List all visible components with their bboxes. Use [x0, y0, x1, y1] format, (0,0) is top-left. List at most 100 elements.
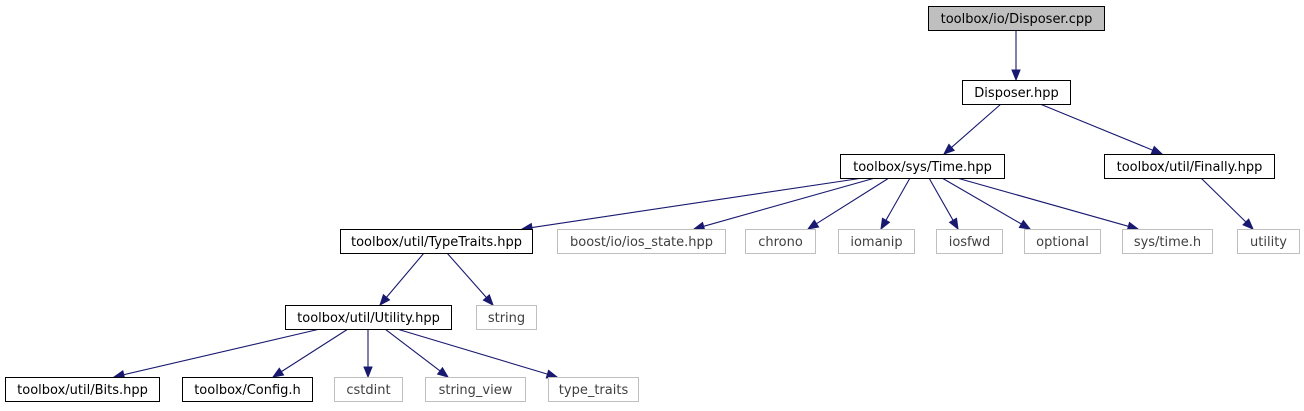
edge-time_hpp-to-iosfwd: [928, 177, 959, 231]
node-label: optional: [1036, 235, 1089, 250]
node-optional: optional: [1024, 229, 1101, 254]
node-iomanip: iomanip: [838, 229, 915, 254]
edge-finally_hpp-to-utility: [1200, 177, 1254, 230]
node-type-traits: type_traits: [548, 377, 639, 402]
edge-utility_hpp-to-config_h: [271, 328, 349, 378]
node-box: [548, 377, 639, 402]
node-box: [285, 305, 452, 330]
node-chrono: chrono: [745, 229, 816, 254]
node-ios-state-hpp: boost/io/ios_state.hpp: [557, 229, 726, 254]
edge-line: [928, 177, 954, 221]
edge-line: [816, 177, 890, 225]
edge-arrowhead: [1011, 69, 1021, 82]
node-label: toolbox/util/Bits.hpp: [17, 383, 148, 398]
node-box: [1104, 154, 1275, 179]
node-box: [425, 377, 526, 402]
node-box: [838, 229, 915, 254]
node-label: string_view: [439, 383, 513, 398]
edge-line: [531, 177, 864, 229]
node-bits-hpp[interactable]: toolbox/util/Bits.hpp: [5, 377, 160, 402]
edge-arrowhead: [1242, 218, 1254, 230]
node-typetraits-hpp[interactable]: toolbox/util/TypeTraits.hpp: [340, 229, 533, 254]
edge-utility_hpp-to-bits_hpp: [112, 328, 321, 380]
edge-line: [885, 177, 911, 221]
node-box: [962, 80, 1071, 105]
node-box: [340, 229, 533, 254]
edge-utility_hpp-to-cstdint: [363, 329, 373, 379]
node-label: iosfwd: [949, 235, 991, 250]
node-cstdint: cstdint: [334, 377, 403, 402]
edge-line: [941, 177, 1022, 225]
edge-arrowhead: [806, 219, 820, 230]
edge-line: [951, 103, 1002, 148]
node-label: toolbox/Config.h: [194, 383, 301, 398]
node-finally-hpp[interactable]: toolbox/util/Finally.hpp: [1104, 154, 1275, 179]
edge-line: [1039, 103, 1153, 151]
node-label: toolbox/sys/Time.hpp: [853, 160, 992, 175]
edge-arrowhead: [545, 369, 559, 379]
node-disposer-hpp[interactable]: Disposer.hpp: [962, 80, 1071, 105]
edge-arrowhead: [1018, 219, 1032, 230]
node-label: string: [488, 311, 525, 326]
node-label: type_traits: [559, 383, 629, 398]
node-box: [5, 377, 160, 402]
edge-line: [384, 328, 441, 372]
node-config-h[interactable]: toolbox/Config.h: [182, 377, 313, 402]
node-disposer-cpp[interactable]: toolbox/io/Disposer.cpp: [928, 6, 1105, 31]
edge-line: [1200, 177, 1247, 223]
edge-disposer_hpp-to-time_hpp: [942, 103, 1002, 155]
edge-typetraits_hpp-to-utility_hpp: [379, 252, 425, 307]
node-box: [936, 229, 1003, 254]
edge-disposer_hpp-to-finally_hpp: [1039, 103, 1164, 155]
node-box: [334, 377, 403, 402]
node-box: [557, 229, 726, 254]
edge-arrowhead: [436, 366, 450, 378]
edge-time_hpp-to-iomanip: [880, 177, 911, 231]
node-utility-hpp[interactable]: toolbox/util/Utility.hpp: [285, 305, 452, 330]
edge-typetraits_hpp-to-string: [446, 252, 494, 307]
node-box: [1024, 229, 1101, 254]
node-box: [928, 6, 1105, 31]
node-string: string: [476, 305, 537, 330]
edge-arrowhead: [1150, 145, 1164, 155]
edge-line: [956, 177, 1129, 227]
node-label: boost/io/ios_state.hpp: [570, 235, 713, 250]
edge-arrowhead: [880, 217, 891, 231]
node-utility: utility: [1237, 229, 1300, 254]
edge-line: [281, 328, 349, 373]
node-iosfwd: iosfwd: [936, 229, 1003, 254]
edge-arrowhead: [948, 217, 959, 231]
edge-line: [123, 328, 321, 376]
node-label: toolbox/util/Utility.hpp: [297, 311, 440, 326]
node-box: [1237, 229, 1300, 254]
node-string-view: string_view: [425, 377, 526, 402]
node-label: toolbox/util/Finally.hpp: [1117, 160, 1263, 175]
edge-time_hpp-to-sys_time_h: [956, 177, 1140, 231]
node-label: iomanip: [850, 235, 902, 250]
node-label: chrono: [758, 235, 803, 250]
node-label: Disposer.hpp: [974, 86, 1058, 101]
edge-line: [703, 177, 876, 227]
node-box: [182, 377, 313, 402]
edge-line: [396, 328, 548, 375]
edge-line: [386, 252, 425, 298]
node-time-hpp[interactable]: toolbox/sys/Time.hpp: [840, 154, 1005, 179]
edge-time_hpp-to-chrono: [806, 177, 890, 230]
node-label: toolbox/io/Disposer.cpp: [941, 12, 1093, 27]
edge-arrowhead: [692, 221, 706, 231]
edge-utility_hpp-to-type_traits: [396, 328, 559, 379]
node-label: cstdint: [346, 383, 390, 398]
node-label: utility: [1250, 235, 1287, 250]
node-label: toolbox/util/TypeTraits.hpp: [351, 235, 522, 250]
edge-arrowhead: [271, 367, 285, 378]
node-box: [1122, 229, 1213, 254]
edge-arrowhead: [482, 293, 494, 307]
edge-line: [446, 252, 487, 298]
edge-utility_hpp-to-string_view: [384, 328, 450, 378]
node-box: [745, 229, 816, 254]
edge-arrowhead: [942, 143, 956, 155]
edge-arrowhead: [379, 293, 391, 307]
edge-arrowhead: [363, 366, 373, 379]
